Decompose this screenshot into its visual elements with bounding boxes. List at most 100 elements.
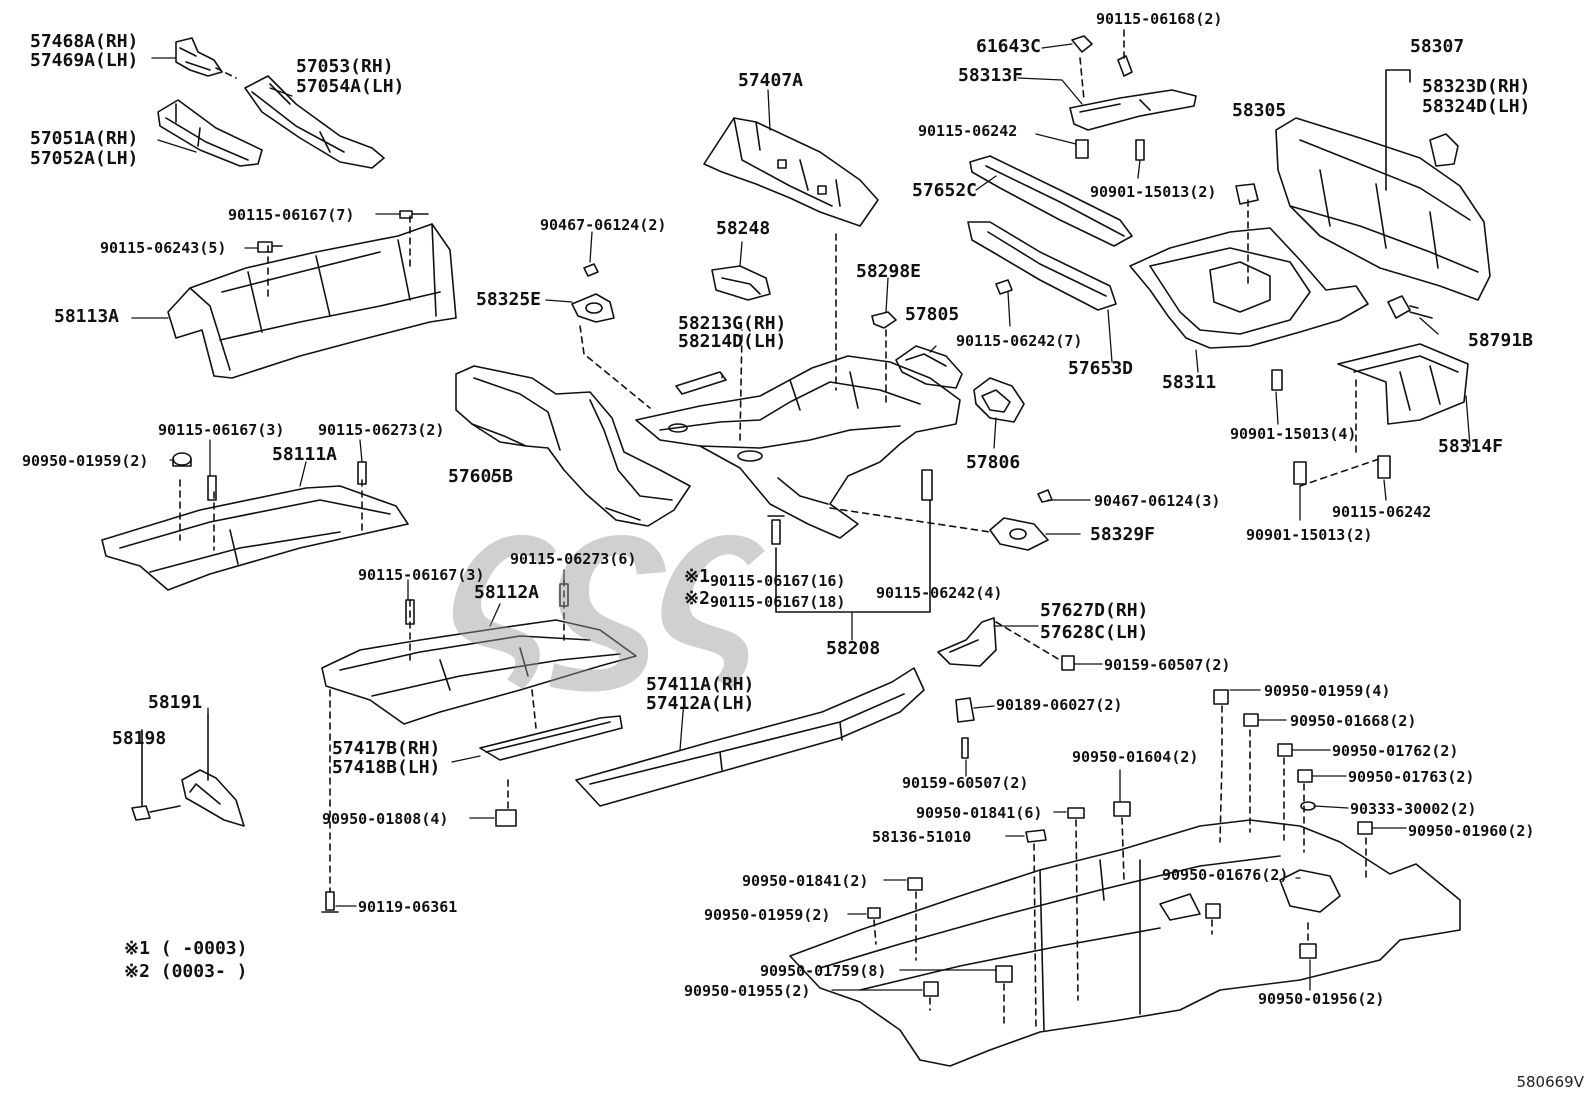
label-90901-15013-top: 90901-15013(2) <box>1090 183 1217 201</box>
label-57054A: 57054A(LH) <box>296 76 405 97</box>
label-57417B: 57417B(RH) <box>332 738 441 759</box>
label-90950-01808: 90950-01808(4) <box>322 810 449 828</box>
label-90950-01959-4: 90950-01959(4) <box>1264 682 1391 700</box>
label-90115-06242-4: 90115-06242(4) <box>876 584 1003 602</box>
bolt-icon <box>1271 369 1391 487</box>
bolt-icon <box>995 279 1013 295</box>
part-58213G-bar <box>675 371 727 395</box>
label-90189-06027: 90189-06027(2) <box>996 696 1123 714</box>
label-58311: 58311 <box>1162 372 1217 393</box>
label-90950-01604: 90950-01604(2) <box>1072 748 1199 766</box>
label-90159-60507-b: 90159-60507(2) <box>902 774 1029 792</box>
label-90950-01762: 90950-01762(2) <box>1332 742 1459 760</box>
part-57652C-brace <box>969 155 1133 247</box>
label-58791B: 58791B <box>1468 330 1534 351</box>
label-58208: 58208 <box>826 638 881 659</box>
part-58191-bracket <box>131 713 245 827</box>
label-57605B: 57605B <box>448 466 514 487</box>
label-57806: 57806 <box>966 452 1021 473</box>
label-58325E: 58325E <box>476 289 542 310</box>
label-90115-06167-7: 90115-06167(7) <box>228 206 355 224</box>
label-90115-06167-18: 90115-06167(18) <box>710 593 846 611</box>
part-58329F-plate <box>829 489 1053 551</box>
part-58111A-panel <box>101 479 409 591</box>
label-58136-51010: 58136-51010 <box>872 828 972 846</box>
label-57805: 57805 <box>905 304 960 325</box>
note-1: ※1 ( -0003) <box>124 938 248 959</box>
note-2: ※2 (0003- ) <box>124 961 248 982</box>
plug-icon <box>495 779 517 827</box>
label-90950-01956: 90950-01956(2) <box>1258 990 1385 1008</box>
part-58248-bracket <box>711 265 771 301</box>
label-58198: 58198 <box>112 728 167 749</box>
part-58325E-plate <box>571 263 651 409</box>
part-57407A-crossmember <box>703 117 879 391</box>
label-90115-06168: 90115-06168(2) <box>1096 10 1223 28</box>
label-57652C: 57652C <box>912 180 978 201</box>
bolt-icon <box>207 461 367 501</box>
note-marker-1: ※1 <box>684 566 710 587</box>
label-58313F: 58313F <box>958 65 1024 86</box>
label-90950-01959-2b: 90950-01959(2) <box>704 906 831 924</box>
part-57653D-brace <box>967 221 1117 311</box>
label-57412A: 57412A(LH) <box>646 693 755 714</box>
label-58329F: 58329F <box>1090 524 1156 545</box>
label-58111A: 58111A <box>272 444 338 465</box>
plug-icon <box>172 452 192 467</box>
part-57805-pad <box>895 345 963 389</box>
label-90950-01763: 90950-01763(2) <box>1348 768 1475 786</box>
part-57468A-bracket <box>175 37 223 77</box>
diagram-id: 580669V <box>1516 1073 1584 1091</box>
watermark-logo: ςϛς <box>445 458 765 693</box>
label-90115-06243: 90115-06243(5) <box>100 239 227 257</box>
label-90115-06167-3a: 90115-06167(3) <box>158 421 285 439</box>
label-90115-06242-7: 90115-06242(7) <box>956 332 1083 350</box>
label-90950-01960: 90950-01960(2) <box>1408 822 1535 840</box>
leader-line <box>215 67 237 79</box>
label-90115-06242-right: 90115-06242 <box>1332 503 1432 521</box>
label-58324D: 58324D(LH) <box>1422 96 1531 117</box>
label-57411A: 57411A(RH) <box>646 674 755 695</box>
label-58248: 58248 <box>716 218 771 239</box>
label-90115-06242-top: 90115-06242 <box>918 122 1018 140</box>
label-90115-06273-2: 90115-06273(2) <box>318 421 445 439</box>
label-90119-06361: 90119-06361 <box>358 898 458 916</box>
part-58298E-plug <box>871 311 897 407</box>
label-90115-06167-3b: 90115-06167(3) <box>358 566 485 584</box>
plug-icon <box>867 689 1373 997</box>
label-90159-60507-a: 90159-60507(2) <box>1104 656 1231 674</box>
label-90115-06167-16: 90115-06167(16) <box>710 572 846 590</box>
label-57469A: 57469A(LH) <box>30 50 139 71</box>
leader-lines <box>131 43 1471 991</box>
label-57418B: 57418B(LH) <box>332 757 441 778</box>
label-57051A: 57051A(RH) <box>30 128 139 149</box>
part-57411A-sill <box>575 667 925 807</box>
part-57627D-bracket <box>937 617 1075 759</box>
label-58113A: 58113A <box>54 306 120 327</box>
label-90950-01841-6: 90950-01841(6) <box>916 804 1043 822</box>
part-58313F-bracket <box>1069 29 1197 161</box>
label-57052A: 57052A(LH) <box>30 148 139 169</box>
label-57407A: 57407A <box>738 70 804 91</box>
bolt-icon <box>767 469 933 613</box>
bolt-icon <box>321 891 339 913</box>
part-58112A-panel <box>321 579 637 729</box>
bolt-icon <box>257 210 429 253</box>
label-58323D: 58323D(RH) <box>1422 76 1531 97</box>
part-57605B-member <box>455 365 691 527</box>
part-58791B-bracket <box>1387 295 1433 319</box>
part-58311-pan <box>1129 183 1369 349</box>
label-90950-01959-2a: 90950-01959(2) <box>22 452 149 470</box>
label-90467-06124-3: 90467-06124(3) <box>1094 492 1221 510</box>
label-90950-01759: 90950-01759(8) <box>760 962 887 980</box>
label-57053: 57053(RH) <box>296 56 394 77</box>
part-57806-pad <box>973 377 1025 423</box>
label-58213G: 58213G(RH) <box>678 313 787 334</box>
note-marker-2: ※2 <box>684 588 710 609</box>
bolt-icon <box>405 583 569 625</box>
label-90467-06124-top: 90467-06124(2) <box>540 216 667 234</box>
part-floor-assembly <box>789 819 1461 1067</box>
label-58305: 58305 <box>1232 100 1287 121</box>
label-57628C: 57628C(LH) <box>1040 622 1149 643</box>
